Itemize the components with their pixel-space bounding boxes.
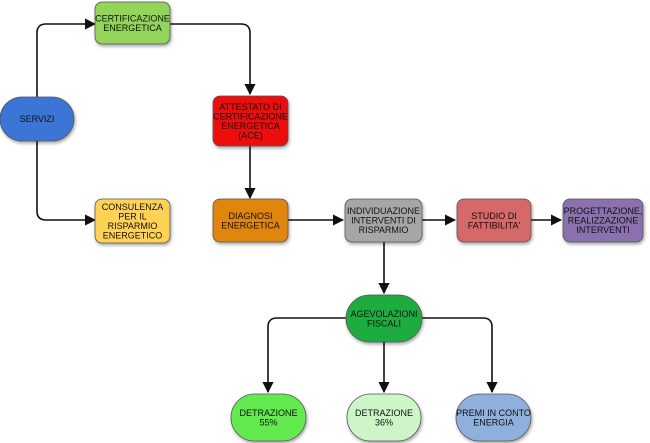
node-attestato-label-line: CERTIFICAZIONE [213,111,288,121]
node-detrazione55-label-line: 55% [259,417,277,427]
node-attestato[interactable]: ATTESTATO DICERTIFICAZIONEENERGETICA(ACE… [212,95,289,147]
node-detrazione36-label-line: 36% [375,417,393,427]
node-consulenza-label-line: RISPARMIO [108,221,158,231]
node-agevolazioni-label-line: AGEVOLAZIONI [350,309,417,319]
node-agevolazioni-label-line: FISCALI [367,318,401,328]
node-premi-shape [455,393,532,442]
node-individuazione-label-line: INTERVENTI DI [351,216,416,226]
node-consulenza-label-line: PER IL [118,211,147,221]
node-premi-label-line: ENERGIA [473,417,514,427]
node-individuazione-shape [344,198,423,243]
node-attestato-shape [212,95,289,147]
node-agevolazioni-shape [345,294,423,343]
edge-agevolazioni-premi [422,317,498,394]
node-servizi-shape [0,96,75,142]
node-individuazione-label-line: INDIVIDUAZIONE [347,206,420,216]
edge-agevolazioni-detrazione55 [262,317,346,394]
node-diagnosi-label-line: DIAGNOSI [228,211,272,221]
node-detrazione55-label-line: DETRAZIONE [239,408,297,418]
node-consulenza-shape [94,198,171,244]
node-progettazione-label-line: PROGETTAZIONE, [564,206,643,216]
edge-certificazione-attestato [170,23,256,96]
node-studio-label-line: STUDIO DI [471,211,517,221]
node-diagnosi-label-line: ENERGETICA [221,220,280,230]
node-attestato-label-line: ENERGETICA [221,121,280,131]
edge-servizi-certificazione [36,18,97,97]
node-progettazione-shape [562,198,644,243]
node-consulenza-label-line: ENERGETICO [103,230,163,240]
node-attestato-label-line: (ACE) [238,130,263,140]
node-consulenza-label-line: CONSULENZA [102,202,164,212]
node-attestato-label-line: ATTESTATO DI [219,102,281,112]
node-premi-label-line: PREMI IN CONTO [456,408,531,418]
node-detrazione36-label-line: DETRAZIONE [355,408,413,418]
node-detrazione55-shape [230,393,307,442]
node-certificazione-label-line: ENERGETICA [103,23,162,33]
node-certificazione-shape [94,1,171,45]
node-diagnosi-shape [212,198,289,243]
node-individuazione-label-line: RISPARMIO [359,225,409,235]
node-progettazione-label-line: REALIZZAZIONE [568,216,639,226]
node-detrazione36-shape [346,393,422,442]
edges [36,18,563,394]
node-studio-shape [456,198,532,243]
edge-servizi-consulenza [36,141,97,226]
node-studio-label-line: FATTIBILITA' [468,220,521,230]
node-servizi[interactable]: SERVIZI [0,96,75,142]
node-certificazione-label-line: CERTIFICAZIONE [95,13,170,23]
node-servizi-label-line: SERVIZI [20,114,55,124]
node-progettazione-label-line: INTERVENTI [576,225,629,235]
